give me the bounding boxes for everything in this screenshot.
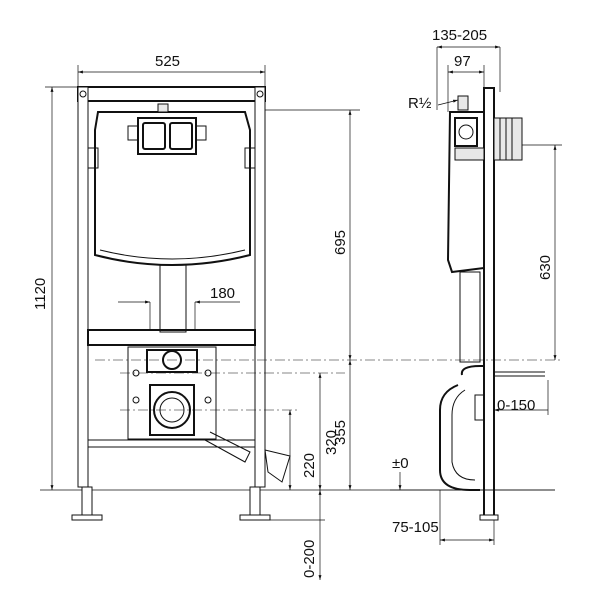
dim-spacing: 180 <box>210 285 235 302</box>
bowl-mount <box>127 346 217 440</box>
label-connection: R½ <box>408 95 432 112</box>
dim-cistern-height: 695 <box>332 230 349 255</box>
label-floor-level: ±0 <box>392 455 409 472</box>
dim-drain-height: 220 <box>301 453 318 478</box>
dim-depth: 97 <box>454 53 471 70</box>
side-bowl-connector <box>439 365 484 491</box>
front-view: 525 1120 180 695 355 320 220 0-200 <box>32 53 560 580</box>
dim-side-cistern-height: 630 <box>537 255 554 280</box>
dim-leg-adjust: 0-200 <box>301 540 318 578</box>
dim-height: 1120 <box>32 278 49 310</box>
side-frame <box>483 87 495 519</box>
dim-waste-height: 320 <box>323 430 340 455</box>
drain-pipe <box>264 449 291 483</box>
right-post <box>254 86 266 488</box>
side-cistern <box>446 111 485 274</box>
side-actuator <box>493 117 523 161</box>
cistern <box>94 111 251 266</box>
side-flush-pipe <box>459 271 481 363</box>
waste-outlet <box>153 391 191 429</box>
dim-offset: 0-150 <box>497 397 535 414</box>
dim-outlet-height: 355 <box>332 420 349 445</box>
top-rail <box>77 86 266 102</box>
cross-rail <box>87 329 256 346</box>
left-post <box>77 86 89 488</box>
dim-depth-range: 135-205 <box>432 27 487 44</box>
dim-width: 525 <box>155 53 180 70</box>
dim-bowl-offset: 75-105 <box>392 519 439 536</box>
flush-pipe <box>159 264 187 333</box>
side-view: 135-205 97 R½ 630 0-150 ±0 75-105 <box>390 27 562 545</box>
